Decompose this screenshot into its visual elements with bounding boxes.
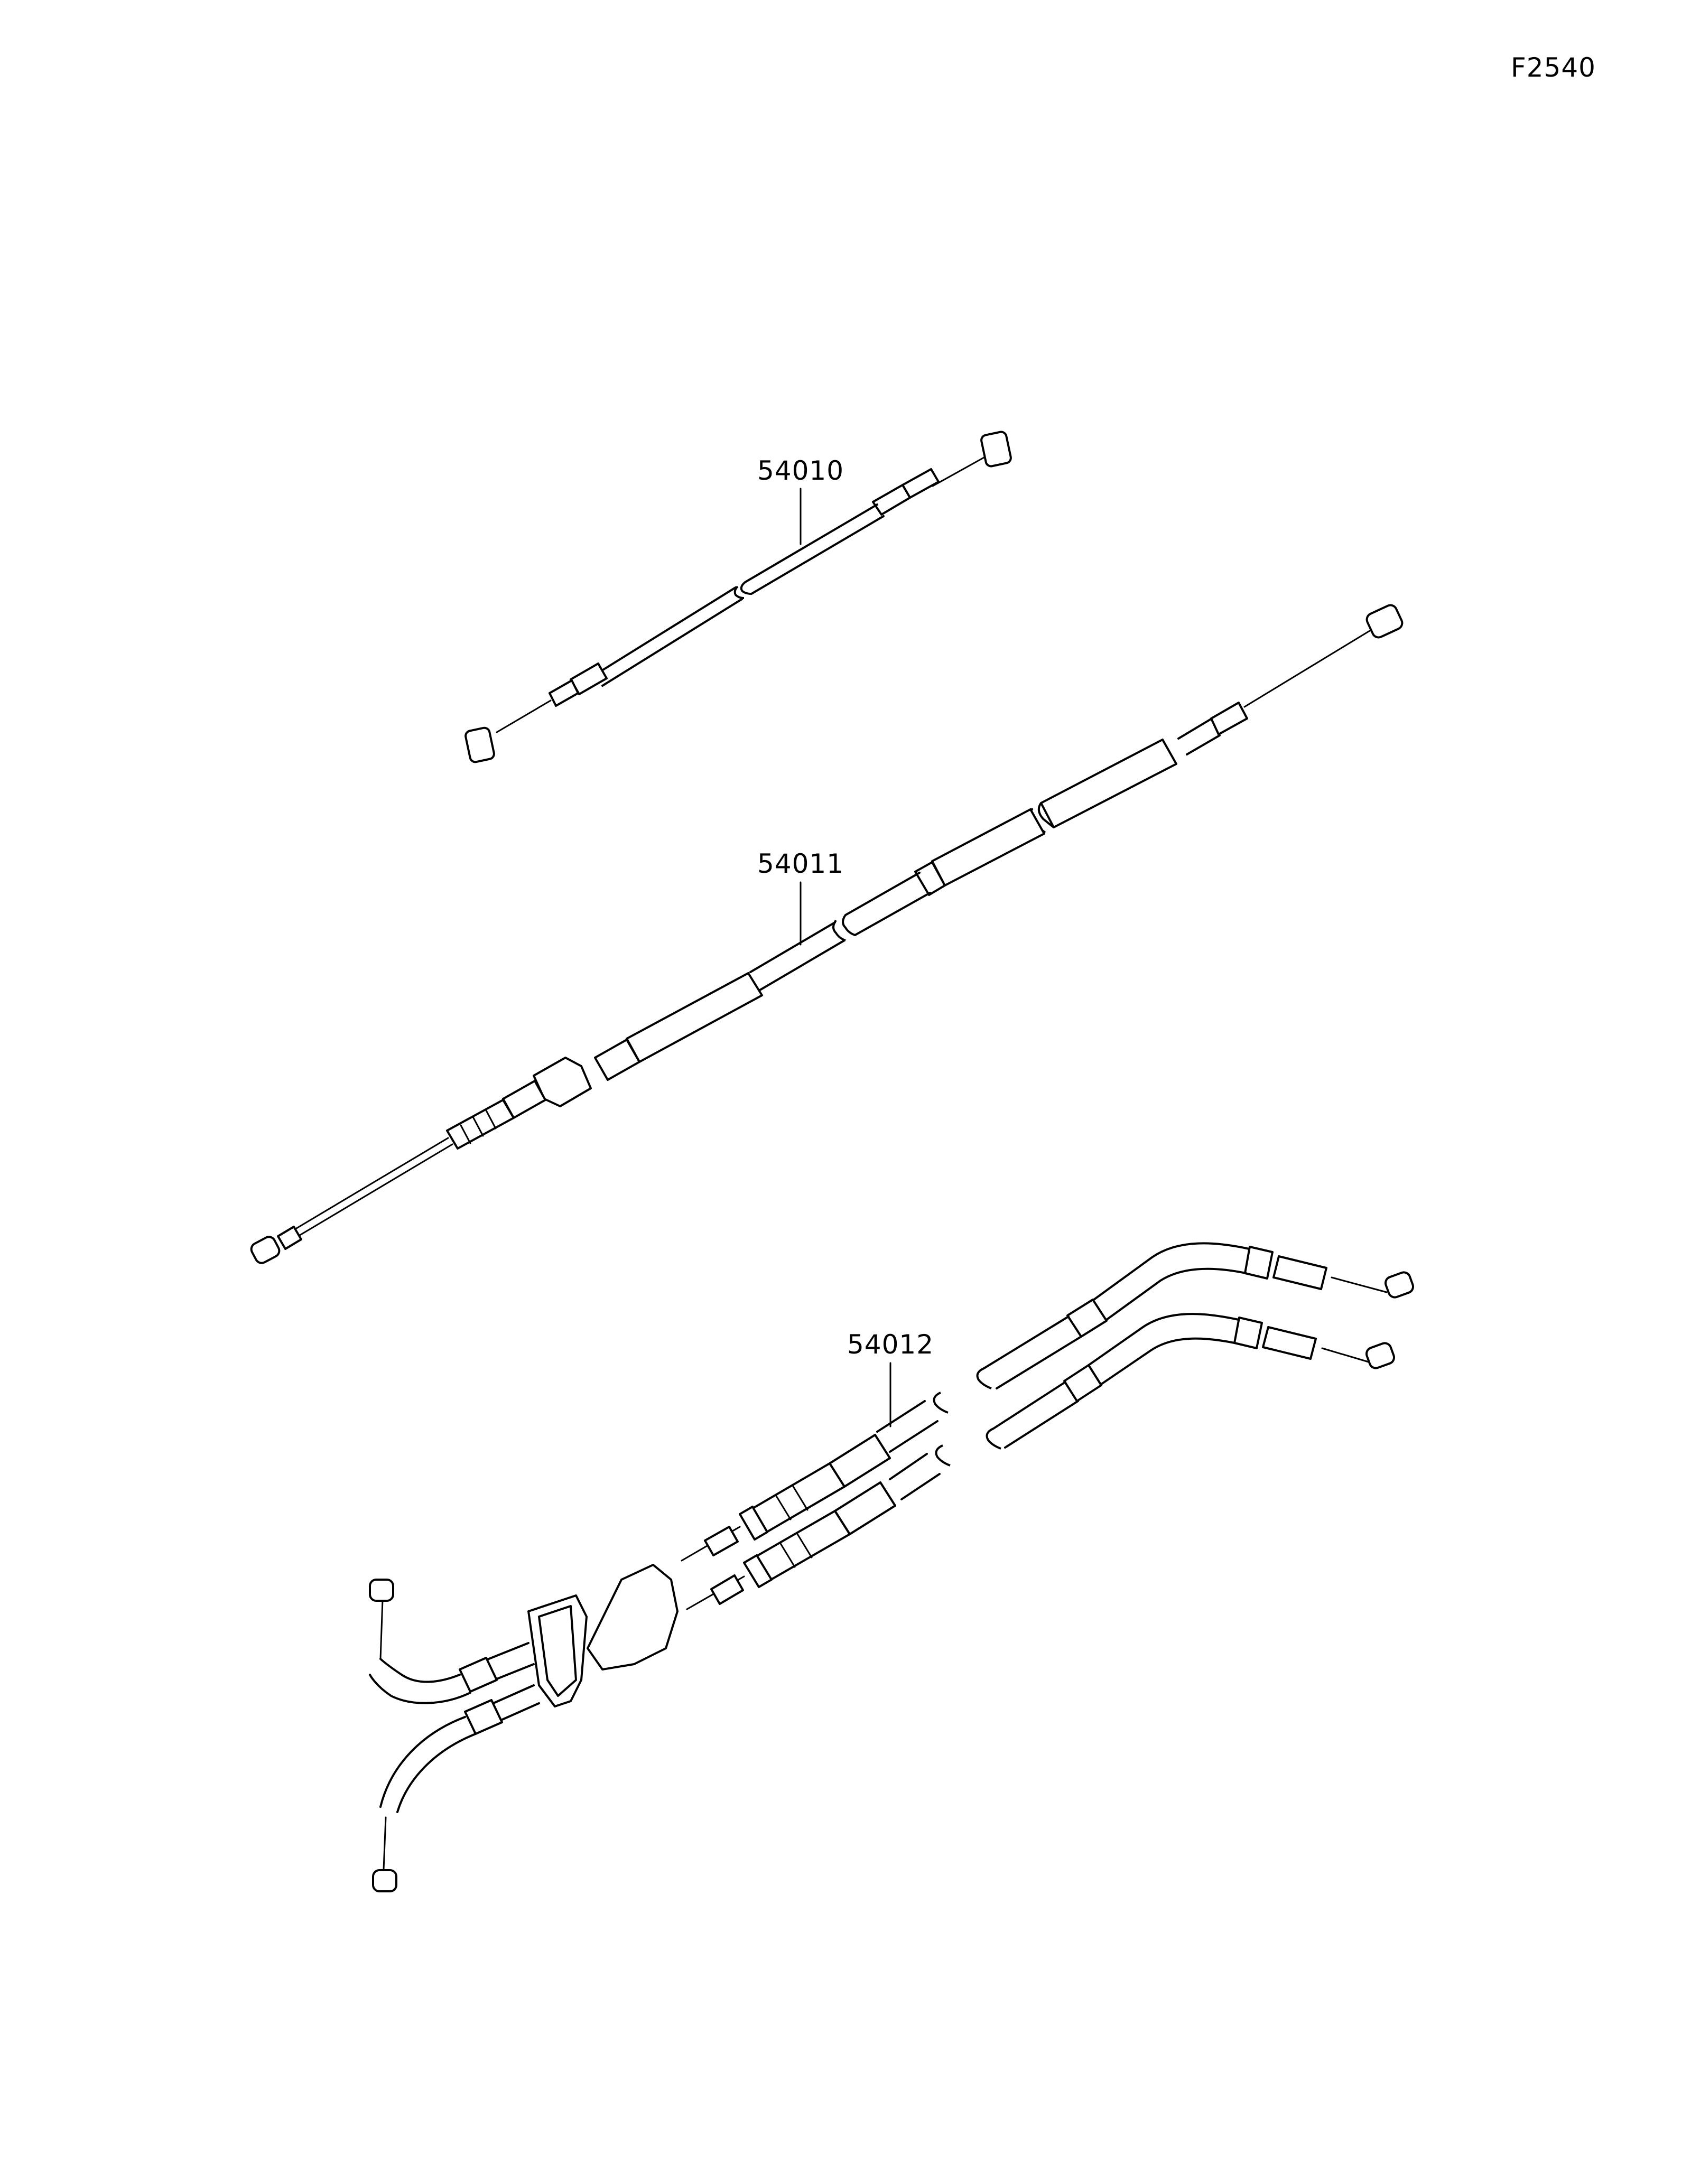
part-label-54011[interactable]: 54011 bbox=[757, 848, 844, 879]
sleeve-upper bbox=[1040, 739, 1177, 828]
barrel-end-upper bbox=[980, 431, 1012, 468]
part-label-54010[interactable]: 54010 bbox=[757, 455, 844, 486]
boot-lower bbox=[594, 1039, 640, 1081]
cable-54011[interactable] bbox=[249, 603, 1404, 1265]
cable-54012[interactable] bbox=[369, 1242, 1415, 1892]
cable-54010[interactable] bbox=[464, 431, 1012, 763]
diagram-code: F2540 bbox=[1511, 52, 1596, 83]
junction-block bbox=[587, 1564, 679, 1670]
cable-end-fitting-lower bbox=[250, 1236, 281, 1264]
cable-end-fitting-a bbox=[1384, 1271, 1415, 1299]
part-label-54012[interactable]: 54012 bbox=[847, 1329, 934, 1360]
sleeve-middle-upper bbox=[931, 808, 1045, 886]
cable-end-fitting-d bbox=[372, 1869, 397, 1892]
cable-end-fitting-c bbox=[369, 1579, 394, 1602]
cable-end-fitting-b bbox=[1365, 1342, 1396, 1369]
barrel-end-lower bbox=[464, 726, 495, 763]
end-boot-upper bbox=[1210, 702, 1248, 735]
cable-end-fitting-upper bbox=[1365, 604, 1404, 639]
sleeve-lower bbox=[626, 972, 763, 1063]
